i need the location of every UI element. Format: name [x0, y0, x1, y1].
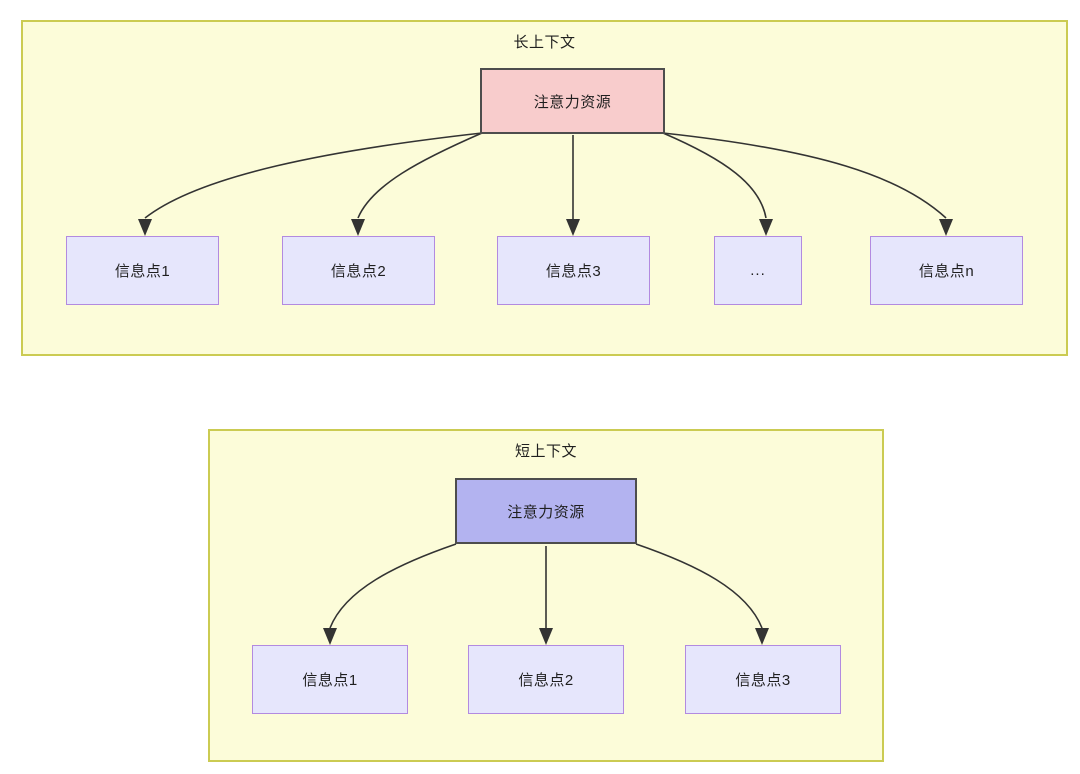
node-long-info-n[interactable]: 信息点n — [870, 236, 1023, 305]
node-label: 信息点1 — [114, 263, 171, 280]
panel-short-context-title: 短上下文 — [514, 443, 577, 460]
node-label: 信息点3 — [545, 263, 602, 280]
panel-long-context-title: 长上下文 — [513, 34, 576, 51]
node-label: 信息点1 — [302, 672, 358, 689]
node-short-attention-resource[interactable]: 注意力资源 — [455, 478, 637, 544]
node-long-info-3[interactable]: 信息点3 — [497, 236, 650, 305]
node-label: 注意力资源 — [533, 93, 612, 111]
node-label: 信息点2 — [330, 263, 387, 280]
node-label: ... — [750, 262, 766, 279]
node-long-info-1[interactable]: 信息点1 — [66, 236, 219, 305]
node-long-info-2[interactable]: 信息点2 — [282, 236, 435, 305]
node-short-info-3[interactable]: 信息点3 — [685, 645, 841, 714]
node-long-info-ellipsis[interactable]: ... — [714, 236, 802, 305]
node-label: 信息点3 — [735, 672, 791, 689]
node-short-info-1[interactable]: 信息点1 — [252, 645, 408, 714]
node-label: 信息点2 — [518, 672, 574, 689]
node-label: 注意力资源 — [507, 503, 585, 521]
node-long-attention-resource[interactable]: 注意力资源 — [480, 68, 665, 134]
node-short-info-2[interactable]: 信息点2 — [468, 645, 624, 714]
node-label: 信息点n — [918, 263, 975, 280]
